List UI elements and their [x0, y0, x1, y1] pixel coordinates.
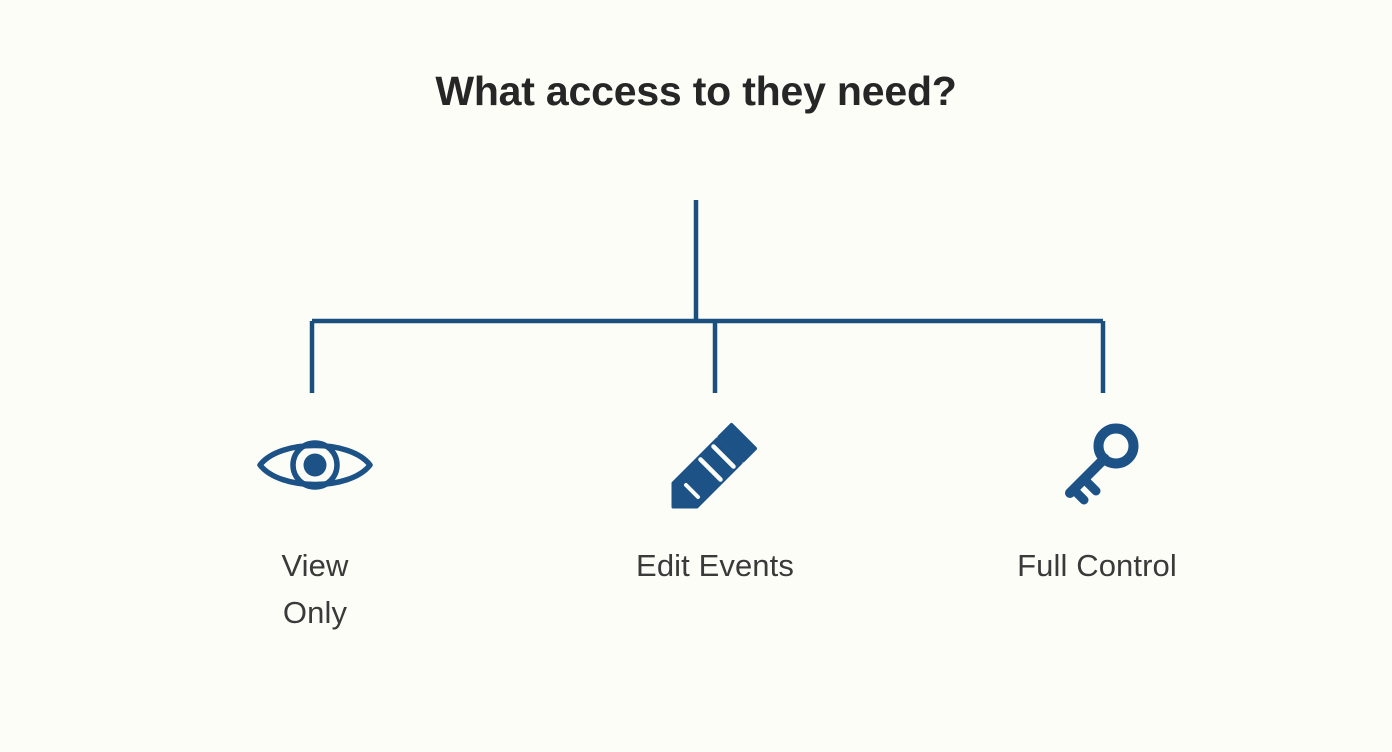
eye-icon: [257, 440, 373, 490]
key-icon-wrapper: [947, 410, 1247, 520]
page-title: What access to they need?: [435, 68, 957, 114]
option-label-full-control: Full Control: [1017, 548, 1177, 583]
option-full-control[interactable]: Full Control: [947, 410, 1247, 589]
option-edit-events[interactable]: Edit Events: [565, 410, 865, 589]
pencil-icon: [671, 423, 757, 509]
option-label-view-only-line1: View: [281, 548, 349, 583]
option-label-view-only-line2: Only: [282, 595, 348, 631]
option-view-only[interactable]: View Only: [165, 410, 465, 636]
eye-icon-wrapper: [165, 410, 465, 520]
key-icon: [1065, 423, 1139, 505]
option-label-view-only: View Only: [240, 542, 390, 636]
pencil-icon-wrapper: [565, 410, 865, 520]
option-label-edit-events: Edit Events: [636, 548, 794, 583]
